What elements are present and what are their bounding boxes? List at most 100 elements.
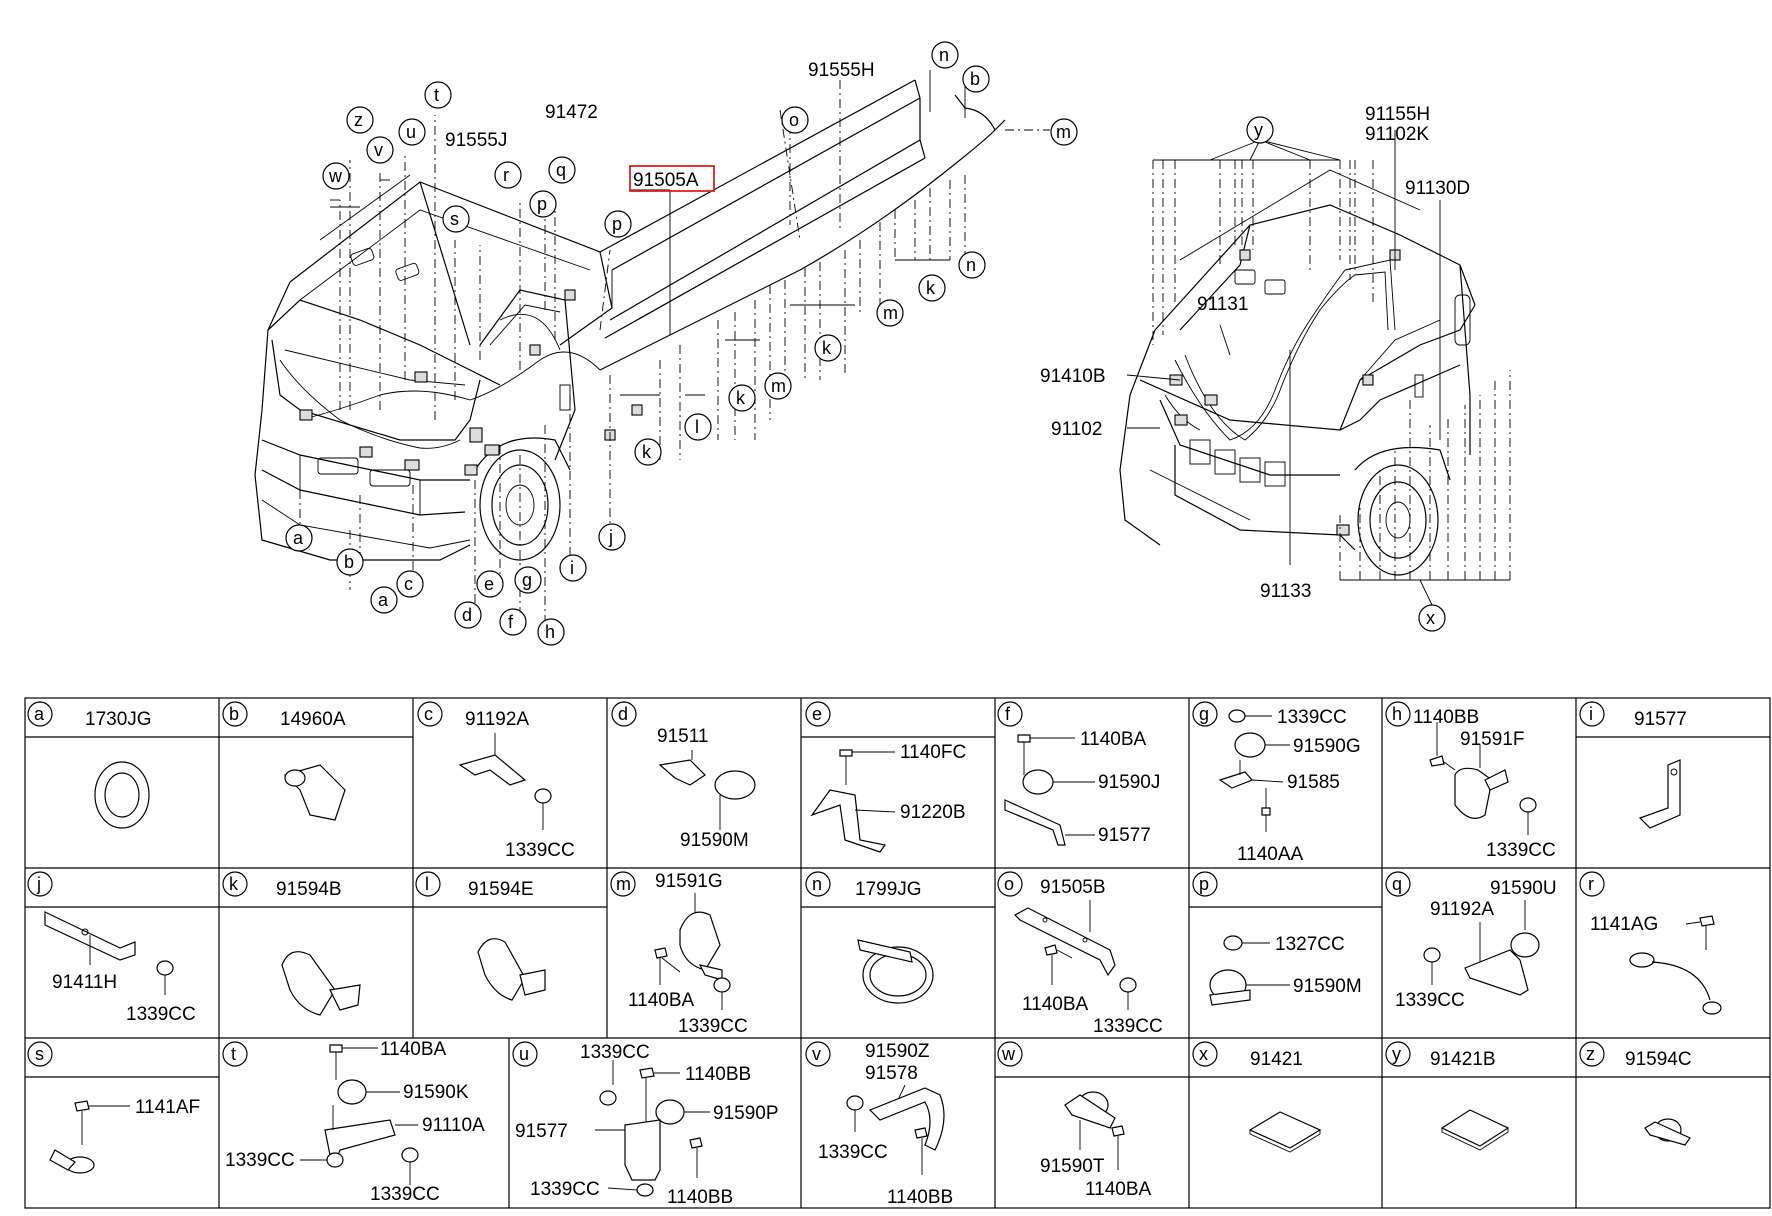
callout-m1[interactable]: m — [771, 376, 786, 396]
cell-m-part2: 1140BA — [628, 990, 695, 1011]
cell-k: k 91594B — [222, 871, 361, 1016]
nut-icon — [1228, 709, 1246, 723]
nut-icon — [713, 977, 731, 993]
callout-c[interactable]: c — [404, 574, 413, 594]
cell-h-part1: 1140BB — [1413, 707, 1479, 728]
cell-f-part3: 91577 — [1098, 825, 1151, 846]
cell-f-part1: 1140BA — [1080, 729, 1147, 750]
cell-u-part5: 1339CC — [530, 1179, 600, 1200]
cell-c-title: 91192A — [465, 709, 529, 730]
label-91155h: 91155H — [1365, 104, 1430, 125]
callout-n2[interactable]: n — [939, 45, 949, 65]
callout-u[interactable]: u — [406, 122, 416, 142]
label-91410b: 91410B — [1040, 366, 1106, 387]
callout-w[interactable]: w — [328, 166, 343, 186]
nut-icon — [1223, 935, 1243, 951]
callout-v[interactable]: v — [374, 140, 383, 160]
cell-u: u 1339CC 1140BB 91590P 91577 1339CC 1140… — [512, 1041, 779, 1208]
cell-i-title: 91577 — [1634, 709, 1687, 730]
callout-m2[interactable]: m — [883, 303, 898, 323]
cell-f-letter: f — [1005, 704, 1011, 724]
callout-a[interactable]: a — [293, 528, 304, 548]
callout-p2[interactable]: p — [537, 194, 547, 214]
clip-icon — [281, 951, 336, 1016]
nut-icon — [401, 1147, 419, 1163]
leader-lines-left — [299, 70, 1050, 625]
cell-g-part2: 91590G — [1293, 736, 1361, 757]
cell-c-part1: 1339CC — [505, 840, 575, 861]
callout-k3[interactable]: k — [822, 338, 832, 358]
callout-p1[interactable]: p — [612, 214, 622, 234]
callout-e[interactable]: e — [484, 574, 494, 594]
bolt-icon — [639, 1067, 655, 1079]
callout-m3[interactable]: m — [1056, 122, 1071, 142]
cell-o: o 91505B 1140BA 1339CC — [997, 871, 1163, 1037]
bracket-icon — [810, 789, 887, 853]
cell-t-part1: 1140BA — [380, 1039, 447, 1060]
cell-a: a 1730JG — [27, 701, 152, 829]
callout-s[interactable]: s — [450, 209, 459, 229]
callout-j[interactable]: j — [608, 527, 613, 547]
bolt-icon — [914, 1127, 928, 1139]
callout-g[interactable]: g — [522, 570, 532, 590]
bracket-icon — [1464, 949, 1529, 996]
cell-h-letter: h — [1392, 704, 1402, 724]
callout-r[interactable]: r — [503, 165, 509, 185]
cell-z-title: 91594C — [1625, 1049, 1692, 1070]
cell-b-title: 14960A — [280, 709, 346, 730]
label-91133: 91133 — [1260, 581, 1311, 602]
nut-icon — [326, 1152, 344, 1168]
clamp-icon — [1022, 769, 1054, 795]
bracket-icon — [458, 754, 527, 786]
cell-h-part2: 91591F — [1460, 729, 1524, 750]
cell-n-letter: n — [812, 874, 822, 894]
cell-v-letter: v — [812, 1044, 821, 1064]
callout-h[interactable]: h — [545, 622, 555, 642]
callout-k1[interactable]: k — [642, 442, 652, 462]
callout-y[interactable]: y — [1254, 120, 1263, 140]
callout-k4[interactable]: k — [926, 278, 936, 298]
callout-x[interactable]: x — [1426, 608, 1435, 628]
callout-t[interactable]: t — [434, 85, 439, 105]
cell-j-part2: 1339CC — [126, 1004, 196, 1025]
cell-x: x 91421 — [1192, 1041, 1322, 1153]
cell-t-part3: 91110A — [422, 1115, 485, 1136]
callout-i[interactable]: i — [570, 558, 574, 578]
callout-d[interactable]: d — [462, 605, 472, 625]
cell-t-letter: t — [231, 1044, 236, 1064]
cell-q-part3: 1339CC — [1395, 990, 1465, 1011]
leader-lines-right — [1126, 130, 1511, 606]
cell-m-part3: 1339CC — [678, 1016, 748, 1037]
label-91102k: 91102K — [1365, 124, 1429, 145]
bracket-icon — [868, 1087, 945, 1151]
label-91505a-highlighted[interactable]: 91505A — [633, 170, 699, 191]
bracket-icon — [624, 1119, 661, 1181]
cell-j-letter: j — [36, 874, 41, 894]
bolt-icon — [1017, 734, 1031, 743]
callout-b2[interactable]: b — [970, 69, 980, 89]
clamp-icon — [1234, 732, 1266, 758]
callout-q[interactable]: q — [556, 160, 566, 180]
callout-b[interactable]: b — [344, 552, 354, 572]
cell-y: y 91421B — [1385, 1041, 1510, 1151]
cell-v-part3: 1339CC — [818, 1142, 888, 1163]
cell-w-letter: w — [1001, 1044, 1016, 1064]
callout-o[interactable]: o — [789, 110, 799, 130]
callout-f[interactable]: f — [508, 612, 514, 632]
callout-l[interactable]: l — [695, 417, 699, 437]
bracket-icon — [1638, 759, 1681, 829]
label-91472: 91472 — [545, 102, 598, 123]
cell-i: i 91577 — [1579, 701, 1687, 829]
clamp-icon — [337, 1079, 367, 1105]
cell-r-part1: 1141AG — [1590, 914, 1658, 935]
bracket-icon — [1014, 907, 1116, 977]
cell-y-letter: y — [1392, 1044, 1401, 1064]
callout-z[interactable]: z — [354, 110, 363, 130]
callout-a2[interactable]: a — [378, 590, 389, 610]
callout-n1[interactable]: n — [966, 255, 976, 275]
cell-q: q 91590U 91192A 1339CC — [1385, 871, 1557, 1011]
cell-o-part1: 1140BA — [1022, 994, 1089, 1015]
callout-k2[interactable]: k — [736, 388, 746, 408]
